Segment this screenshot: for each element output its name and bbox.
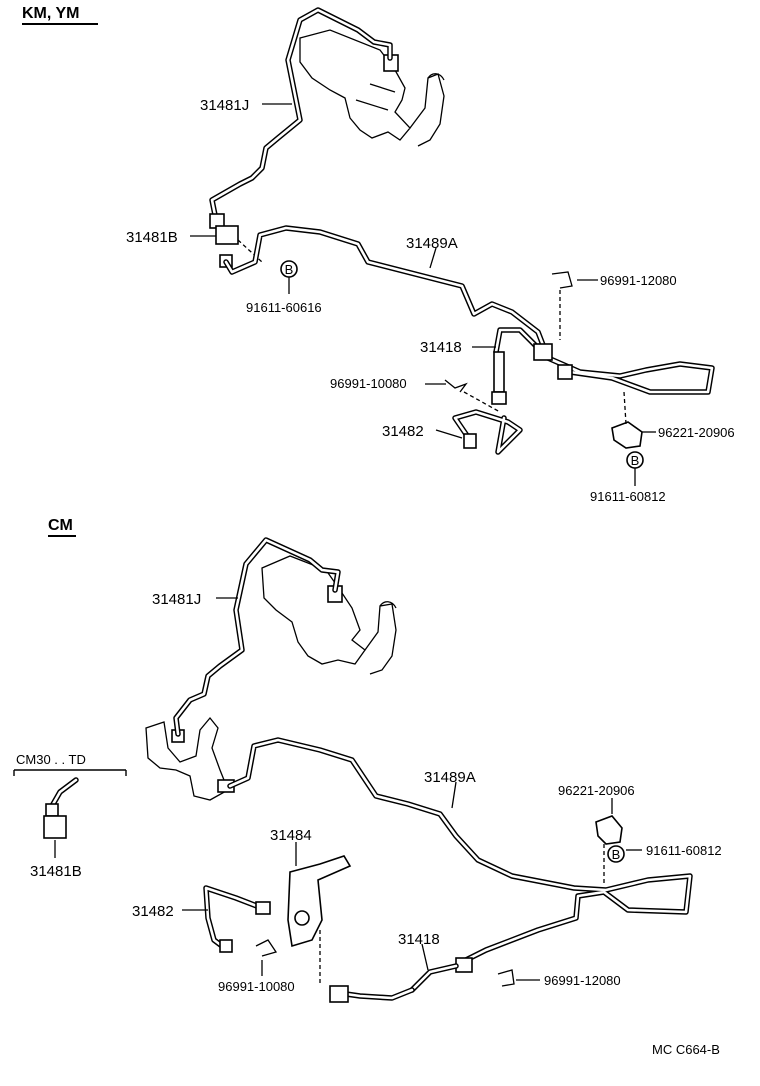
pipe-31481J-bottom bbox=[173, 537, 341, 737]
pipe-nut bbox=[219, 939, 233, 953]
union-body bbox=[43, 815, 67, 839]
clip-96991-10080 bbox=[255, 939, 278, 957]
hose-31418-top bbox=[491, 327, 553, 405]
label-96991-12080-b: 96991-12080 bbox=[544, 973, 621, 988]
union-body bbox=[215, 225, 239, 245]
clip-96991-12080 bbox=[497, 969, 515, 987]
clip-96991-10080 bbox=[444, 379, 468, 393]
label-96991-12080: 96991-12080 bbox=[600, 273, 677, 288]
label-31418-b: 31418 bbox=[398, 931, 440, 948]
label-96221-20906: 96221-20906 bbox=[658, 425, 735, 440]
section-title-cm: CM bbox=[48, 517, 73, 534]
bracket-96221-20906 bbox=[595, 815, 623, 845]
pipe-31482-bottom bbox=[203, 885, 271, 953]
inset-cm30-td: CM30 . . TD 31481B bbox=[13, 752, 127, 880]
label-96991-10080: 96991-10080 bbox=[330, 376, 407, 391]
master-cylinder-bottom bbox=[261, 555, 397, 675]
valve-body-bottom bbox=[145, 716, 235, 801]
hose-end bbox=[491, 391, 507, 405]
pipe-31489A-top bbox=[223, 225, 715, 395]
label-31481J: 31481J bbox=[200, 97, 249, 114]
master-cylinder-top bbox=[299, 29, 445, 147]
label-31481J-b: 31481J bbox=[152, 591, 201, 608]
section-km-ym: KM, YM bbox=[22, 5, 735, 504]
bolt-letter: B bbox=[612, 847, 621, 862]
bracket-hole bbox=[294, 910, 310, 926]
label-31481B: 31481B bbox=[126, 229, 178, 246]
bolt-letter: B bbox=[285, 262, 294, 277]
hose-end bbox=[329, 985, 349, 1003]
label-31489A-b: 31489A bbox=[424, 769, 476, 786]
pipe-nut bbox=[557, 364, 573, 380]
bracket-31484 bbox=[287, 855, 352, 984]
union-nut bbox=[45, 803, 59, 817]
hose-31418-bottom bbox=[329, 957, 473, 1003]
label-31481B-inset: 31481B bbox=[30, 863, 82, 880]
pipe-nut bbox=[463, 433, 477, 449]
label-31489A: 31489A bbox=[406, 235, 458, 252]
label-91611-60616: 91611-60616 bbox=[246, 300, 322, 315]
label-91611-60812-b: 91611-60812 bbox=[646, 843, 722, 858]
bracket-96221-20906 bbox=[611, 421, 643, 449]
label-31484: 31484 bbox=[270, 827, 312, 844]
bolt-letter: B bbox=[631, 453, 640, 468]
pipe-31481J-top bbox=[209, 7, 393, 218]
pipe-31482-top bbox=[452, 409, 523, 455]
label-96221-20906-b: 96221-20906 bbox=[558, 783, 635, 798]
section-cm: CM bbox=[13, 517, 722, 1003]
hose-fitting bbox=[533, 343, 553, 361]
label-91611-60812: 91611-60812 bbox=[590, 489, 666, 504]
label-31418: 31418 bbox=[420, 339, 462, 356]
label-31482: 31482 bbox=[382, 423, 424, 440]
hose-body bbox=[493, 351, 505, 393]
label-96991-10080-b: 96991-10080 bbox=[218, 979, 295, 994]
clip-96991-12080 bbox=[551, 271, 573, 289]
diagram-code: MC C664-B bbox=[652, 1042, 720, 1057]
inset-title: CM30 . . TD bbox=[16, 752, 86, 767]
bolt-mark-91611-60812 bbox=[607, 845, 625, 863]
label-31482-b: 31482 bbox=[132, 903, 174, 920]
section-title-km-ym: KM, YM bbox=[22, 5, 79, 22]
pipe-31489A-bottom bbox=[227, 737, 693, 967]
pipe-nut bbox=[255, 901, 271, 915]
